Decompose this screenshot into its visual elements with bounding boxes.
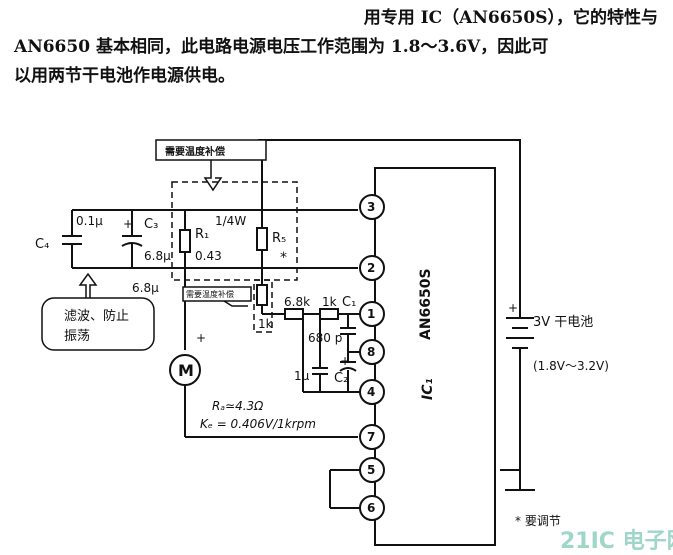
pin-2 [359,255,385,281]
c1-label: C₁ [342,295,356,310]
battery-top-wire [258,139,521,310]
pin-5 [359,457,385,483]
note-mid-box [182,286,252,302]
c3-plus: + [123,217,133,231]
motor-ra: Rₐ≃4.3Ω [212,399,264,413]
note-filter-line1: 滤波、防止 [64,308,129,324]
text-line-1: 用专用 IC（AN6650S），它的特性与 [363,8,658,28]
r5-label: R₅ [272,231,286,246]
ic-ref: IC₁ [420,378,436,400]
r5-star: * [280,250,287,266]
pin-4 [359,379,385,405]
pin-1 [359,301,385,327]
pin-2-label: 2 [367,261,375,275]
note-mid-label: 需要温度补偿 [186,289,234,299]
battery-range: (1.8V～3.2V) [533,359,609,373]
wattage-label: 1/4W [215,214,246,228]
pin-8-label: 8 [367,345,375,359]
note-filter-box [41,297,155,351]
text-line-2: AN6650 基本相同，此电路电源电压工作范围为 1.8～3.6V，因此可 [14,37,549,57]
c2-value: 1μ [294,369,310,383]
text-line-3: 以用两节干电池作电源供电。 [14,66,235,86]
c3-label: C₃ [144,217,158,232]
r1-value: 0.43 [195,249,222,263]
pin-6 [359,495,385,521]
temp-comp-box-top [171,181,298,281]
r-6k8-label: 6.8k [284,295,310,309]
note-top-label: 需要温度补偿 [165,145,225,158]
c4-label: C₄ [35,237,49,252]
pin-3-label: 3 [367,200,375,214]
intro-text: 用专用 IC（AN6650S），它的特性与 AN6650 基本相同，此电路电源电… [14,4,664,91]
r1-label: R₁ [195,227,209,242]
motor-plus: + [196,331,206,345]
pin-1-label: 1 [367,307,375,321]
c2-plus: + [340,354,350,368]
pin-3 [359,194,385,220]
footnote: * 要调节 [515,514,561,528]
pin-6-label: 6 [367,501,375,515]
pin-5-label: 5 [367,463,375,477]
motor-ke: Kₑ = 0.406V/1krpm [200,417,316,431]
watermark: 21IC 电子网 [560,529,673,554]
c4-value: 0.1μ [76,214,103,228]
note-filter-line2: 振荡 [64,329,90,344]
c2-label: C₂ [334,371,348,386]
motor-label: M [178,361,194,380]
temp-comp-box-mid [253,279,273,333]
c3-value-2: 6.8μ [132,281,159,295]
ic-body [374,167,496,546]
c1-value: 680 p [308,331,342,345]
pin-4-label: 4 [367,385,375,399]
battery-label: 3V 干电池 [533,315,593,330]
pin-7-label: 7 [367,430,375,444]
pin-7 [359,424,385,450]
r-1k-label-a: 1k [322,295,337,309]
r-1k-label-b: 1k [258,317,273,331]
battery-plus: + [508,301,518,315]
c3-value: 6.8μ [144,249,171,263]
ic-name: AN6650S [418,268,434,340]
pin-8 [359,339,385,365]
